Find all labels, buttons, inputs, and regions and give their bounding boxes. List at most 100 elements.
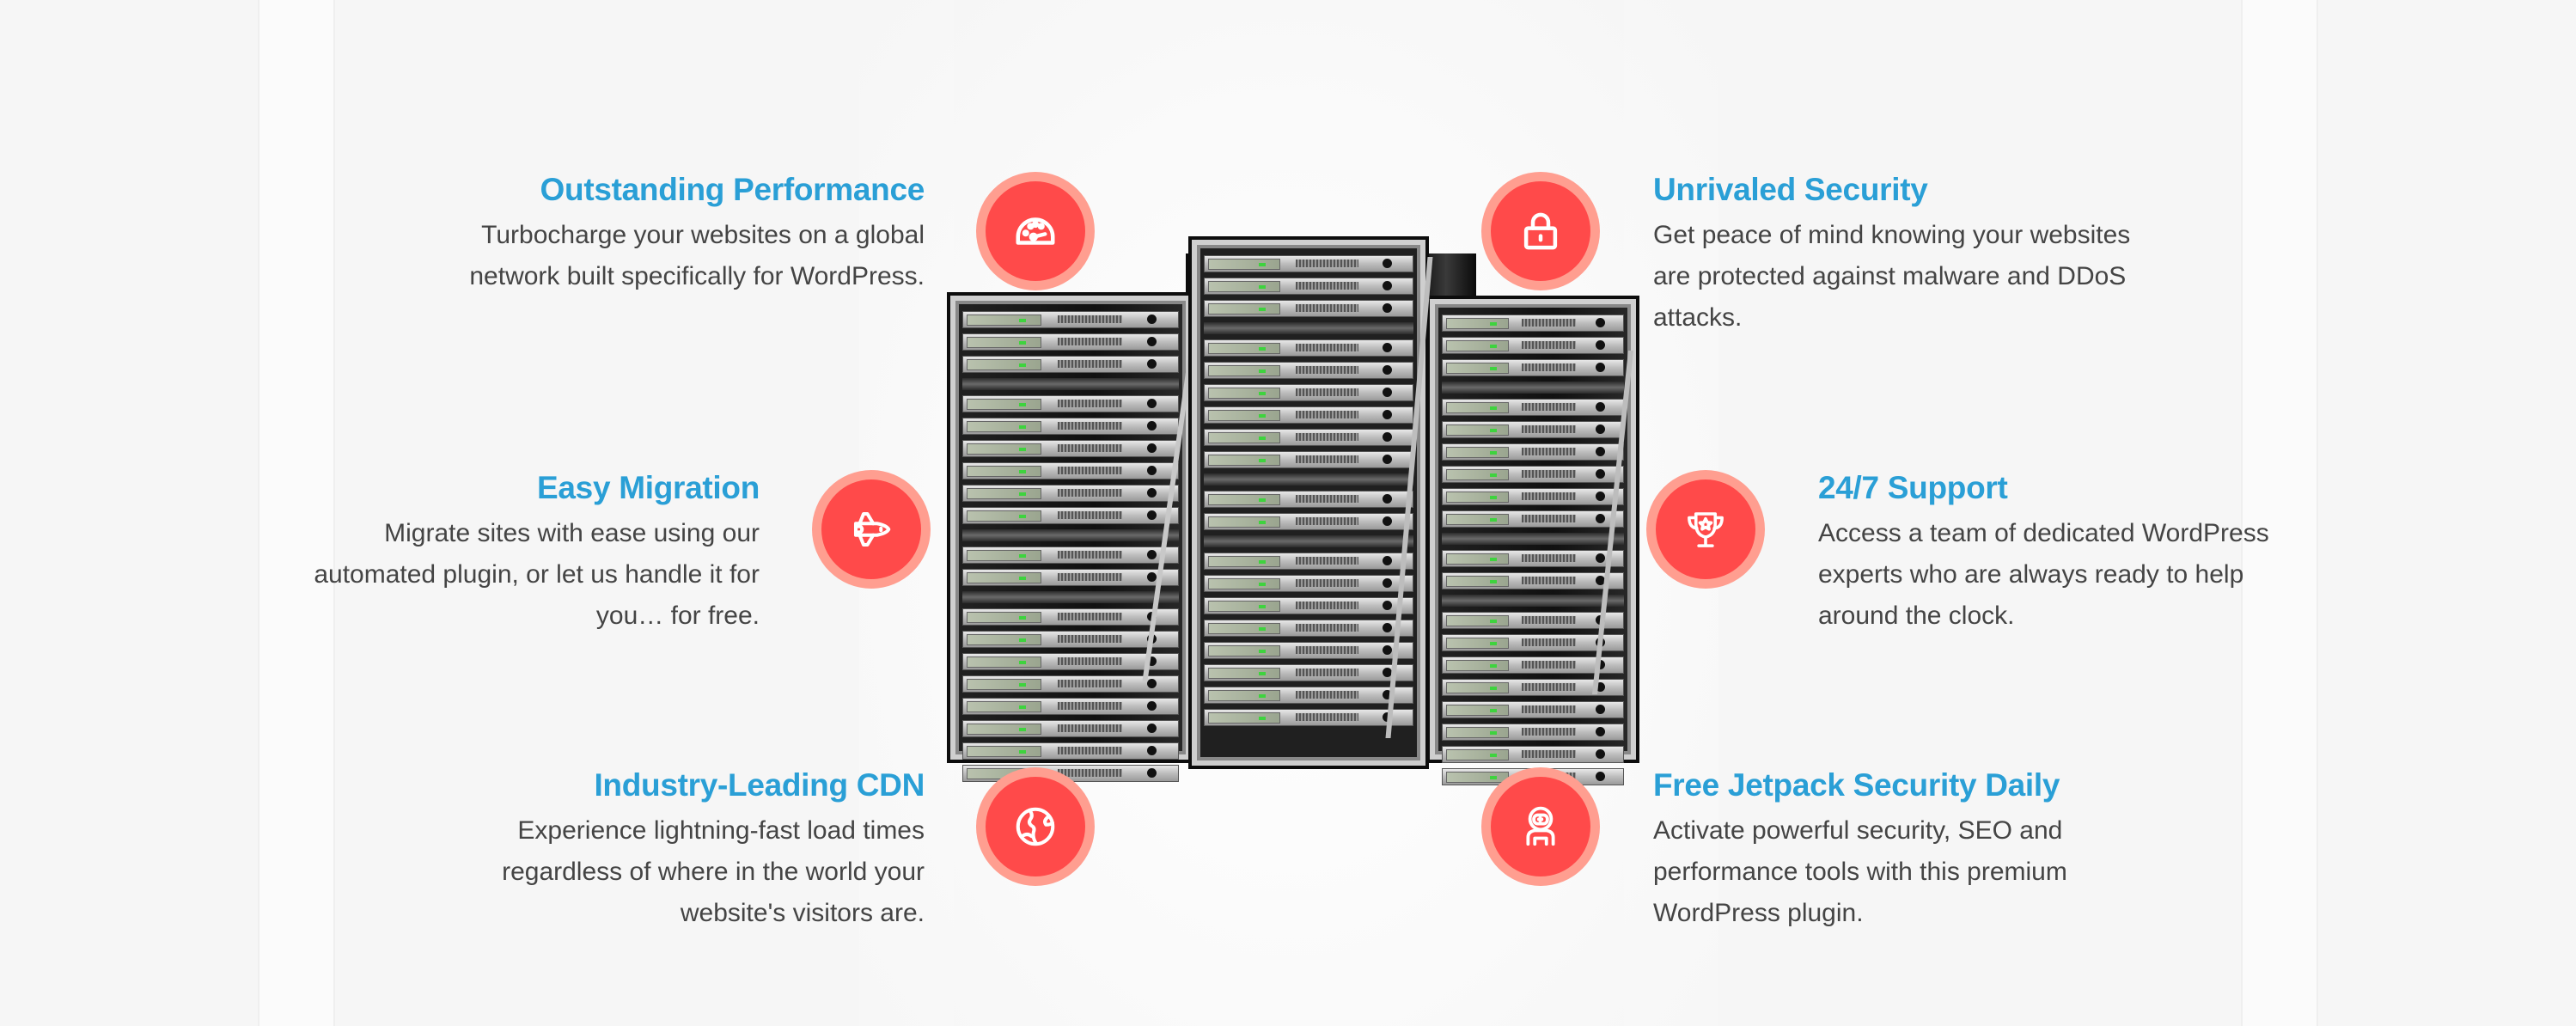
server-unit bbox=[962, 311, 1179, 328]
padlock-icon bbox=[1523, 212, 1558, 250]
rack-units bbox=[1442, 315, 1624, 785]
description-line: around the clock. bbox=[1818, 602, 2015, 630]
server-unit-knob bbox=[1596, 576, 1605, 585]
server-unit-led bbox=[1489, 406, 1497, 410]
server-unit-panel bbox=[1208, 578, 1281, 589]
server-unit-vent bbox=[1522, 728, 1577, 736]
server-unit-vent bbox=[1522, 616, 1577, 624]
server-unit-led bbox=[1489, 518, 1497, 522]
server-unit-knob bbox=[1596, 553, 1605, 563]
server-unit-vent bbox=[1058, 467, 1122, 474]
server-unit-led bbox=[1489, 620, 1497, 623]
server-unit-panel bbox=[1446, 514, 1510, 525]
server-unit-led bbox=[1258, 459, 1266, 462]
server-unit-led bbox=[1489, 322, 1497, 326]
server-unit-panel bbox=[1446, 424, 1510, 436]
description-line: Turbocharge your websites on a global bbox=[481, 221, 925, 249]
server-unit-panel bbox=[1208, 712, 1281, 724]
server-unit bbox=[1442, 657, 1624, 674]
server-unit-led bbox=[1019, 448, 1026, 451]
server-unit-led bbox=[1258, 308, 1266, 311]
server-unit-knob bbox=[1596, 514, 1605, 523]
server-unit-led bbox=[1019, 403, 1026, 406]
trophy-star-icon bbox=[1688, 512, 1724, 547]
server-unit bbox=[1204, 406, 1413, 424]
server-unit-knob bbox=[1382, 556, 1392, 565]
globe-icon bbox=[1016, 807, 1055, 846]
server-unit-knob bbox=[1596, 424, 1605, 434]
description-line: Get peace of mind knowing your websites bbox=[1653, 221, 2131, 249]
server-unit-panel bbox=[1446, 615, 1510, 626]
server-unit-vent bbox=[1296, 602, 1359, 609]
feature-title: Free Jetpack Security Daily bbox=[1653, 767, 2060, 803]
server-unit-led bbox=[1019, 661, 1026, 664]
server-unit-knob bbox=[1147, 399, 1157, 408]
feature-title: Easy Migration bbox=[537, 470, 760, 505]
server-unit-knob bbox=[1382, 601, 1392, 610]
server-unit-vent bbox=[1522, 363, 1577, 371]
bg-panel bbox=[258, 0, 335, 1026]
server-unit bbox=[1442, 634, 1624, 651]
rack-gap bbox=[1204, 473, 1413, 486]
server-unit-led bbox=[1258, 650, 1266, 653]
server-unit-knob bbox=[1596, 318, 1605, 327]
server-unit-led bbox=[1489, 754, 1497, 757]
feature-performance: Outstanding Performance Turbocharge your… bbox=[392, 170, 925, 297]
server-unit-led bbox=[1019, 638, 1026, 642]
server-unit-knob bbox=[1147, 701, 1157, 711]
server-unit-vent bbox=[1058, 489, 1122, 497]
server-unit-knob bbox=[1382, 455, 1392, 464]
feature-security: Unrivaled Security Get peace of mind kno… bbox=[1653, 170, 2203, 339]
server-unit-vent bbox=[1522, 750, 1577, 758]
server-unit bbox=[1442, 612, 1624, 629]
server-unit-knob bbox=[1382, 516, 1392, 526]
server-unit-panel bbox=[1446, 553, 1510, 565]
server-unit-vent bbox=[1522, 492, 1577, 500]
server-unit-led bbox=[1019, 750, 1026, 754]
bg-divider bbox=[258, 0, 259, 1026]
server-unit-vent bbox=[1296, 455, 1359, 463]
server-unit-vent bbox=[1058, 635, 1122, 643]
bg-panel bbox=[2318, 0, 2576, 1026]
server-unit bbox=[962, 698, 1179, 715]
server-unit-led bbox=[1489, 345, 1497, 348]
server-unit bbox=[1442, 550, 1624, 567]
feature-icon-performance bbox=[976, 172, 1095, 290]
server-unit-panel bbox=[1446, 469, 1510, 480]
server-unit bbox=[1442, 701, 1624, 718]
bg-divider bbox=[333, 0, 335, 1026]
server-unit-panel bbox=[1208, 623, 1281, 634]
server-unit-vent bbox=[1058, 422, 1122, 430]
server-unit-panel bbox=[1446, 576, 1510, 587]
server-unit-vent bbox=[1296, 282, 1359, 290]
server-unit-vent bbox=[1058, 315, 1122, 323]
server-unit-led bbox=[1258, 498, 1266, 502]
server-unit-panel bbox=[967, 701, 1041, 712]
server-unit-vent bbox=[1058, 680, 1122, 687]
description-line: website's visitors are. bbox=[680, 899, 925, 927]
server-unit bbox=[1204, 620, 1413, 637]
server-unit-panel bbox=[1208, 281, 1281, 292]
space-shuttle-icon bbox=[853, 511, 891, 547]
server-unit bbox=[962, 675, 1179, 693]
server-unit bbox=[962, 569, 1179, 586]
server-unit-led bbox=[1019, 470, 1026, 473]
server-unit-led bbox=[1489, 367, 1497, 370]
server-unit-led bbox=[1489, 664, 1497, 668]
feature-support: 24/7 Support Access a team of dedicated … bbox=[1818, 468, 2368, 637]
description-line: performance tools with this premium bbox=[1653, 858, 2067, 886]
server-unit bbox=[962, 462, 1179, 479]
server-unit-led bbox=[1258, 285, 1266, 289]
feature-description: Experience lightning-fast load times reg… bbox=[392, 810, 925, 934]
server-unit-led bbox=[1019, 515, 1026, 518]
server-unit-knob bbox=[1382, 668, 1392, 677]
server-unit-led bbox=[1489, 473, 1497, 477]
server-unit-led bbox=[1019, 492, 1026, 496]
server-unit bbox=[1442, 510, 1624, 528]
server-unit-vent bbox=[1296, 713, 1359, 721]
server-unit-knob bbox=[1596, 492, 1605, 501]
server-unit-vent bbox=[1296, 669, 1359, 676]
server-unit-panel bbox=[1446, 318, 1510, 329]
feature-icon-support bbox=[1646, 470, 1765, 589]
server-unit-vent bbox=[1296, 517, 1359, 525]
